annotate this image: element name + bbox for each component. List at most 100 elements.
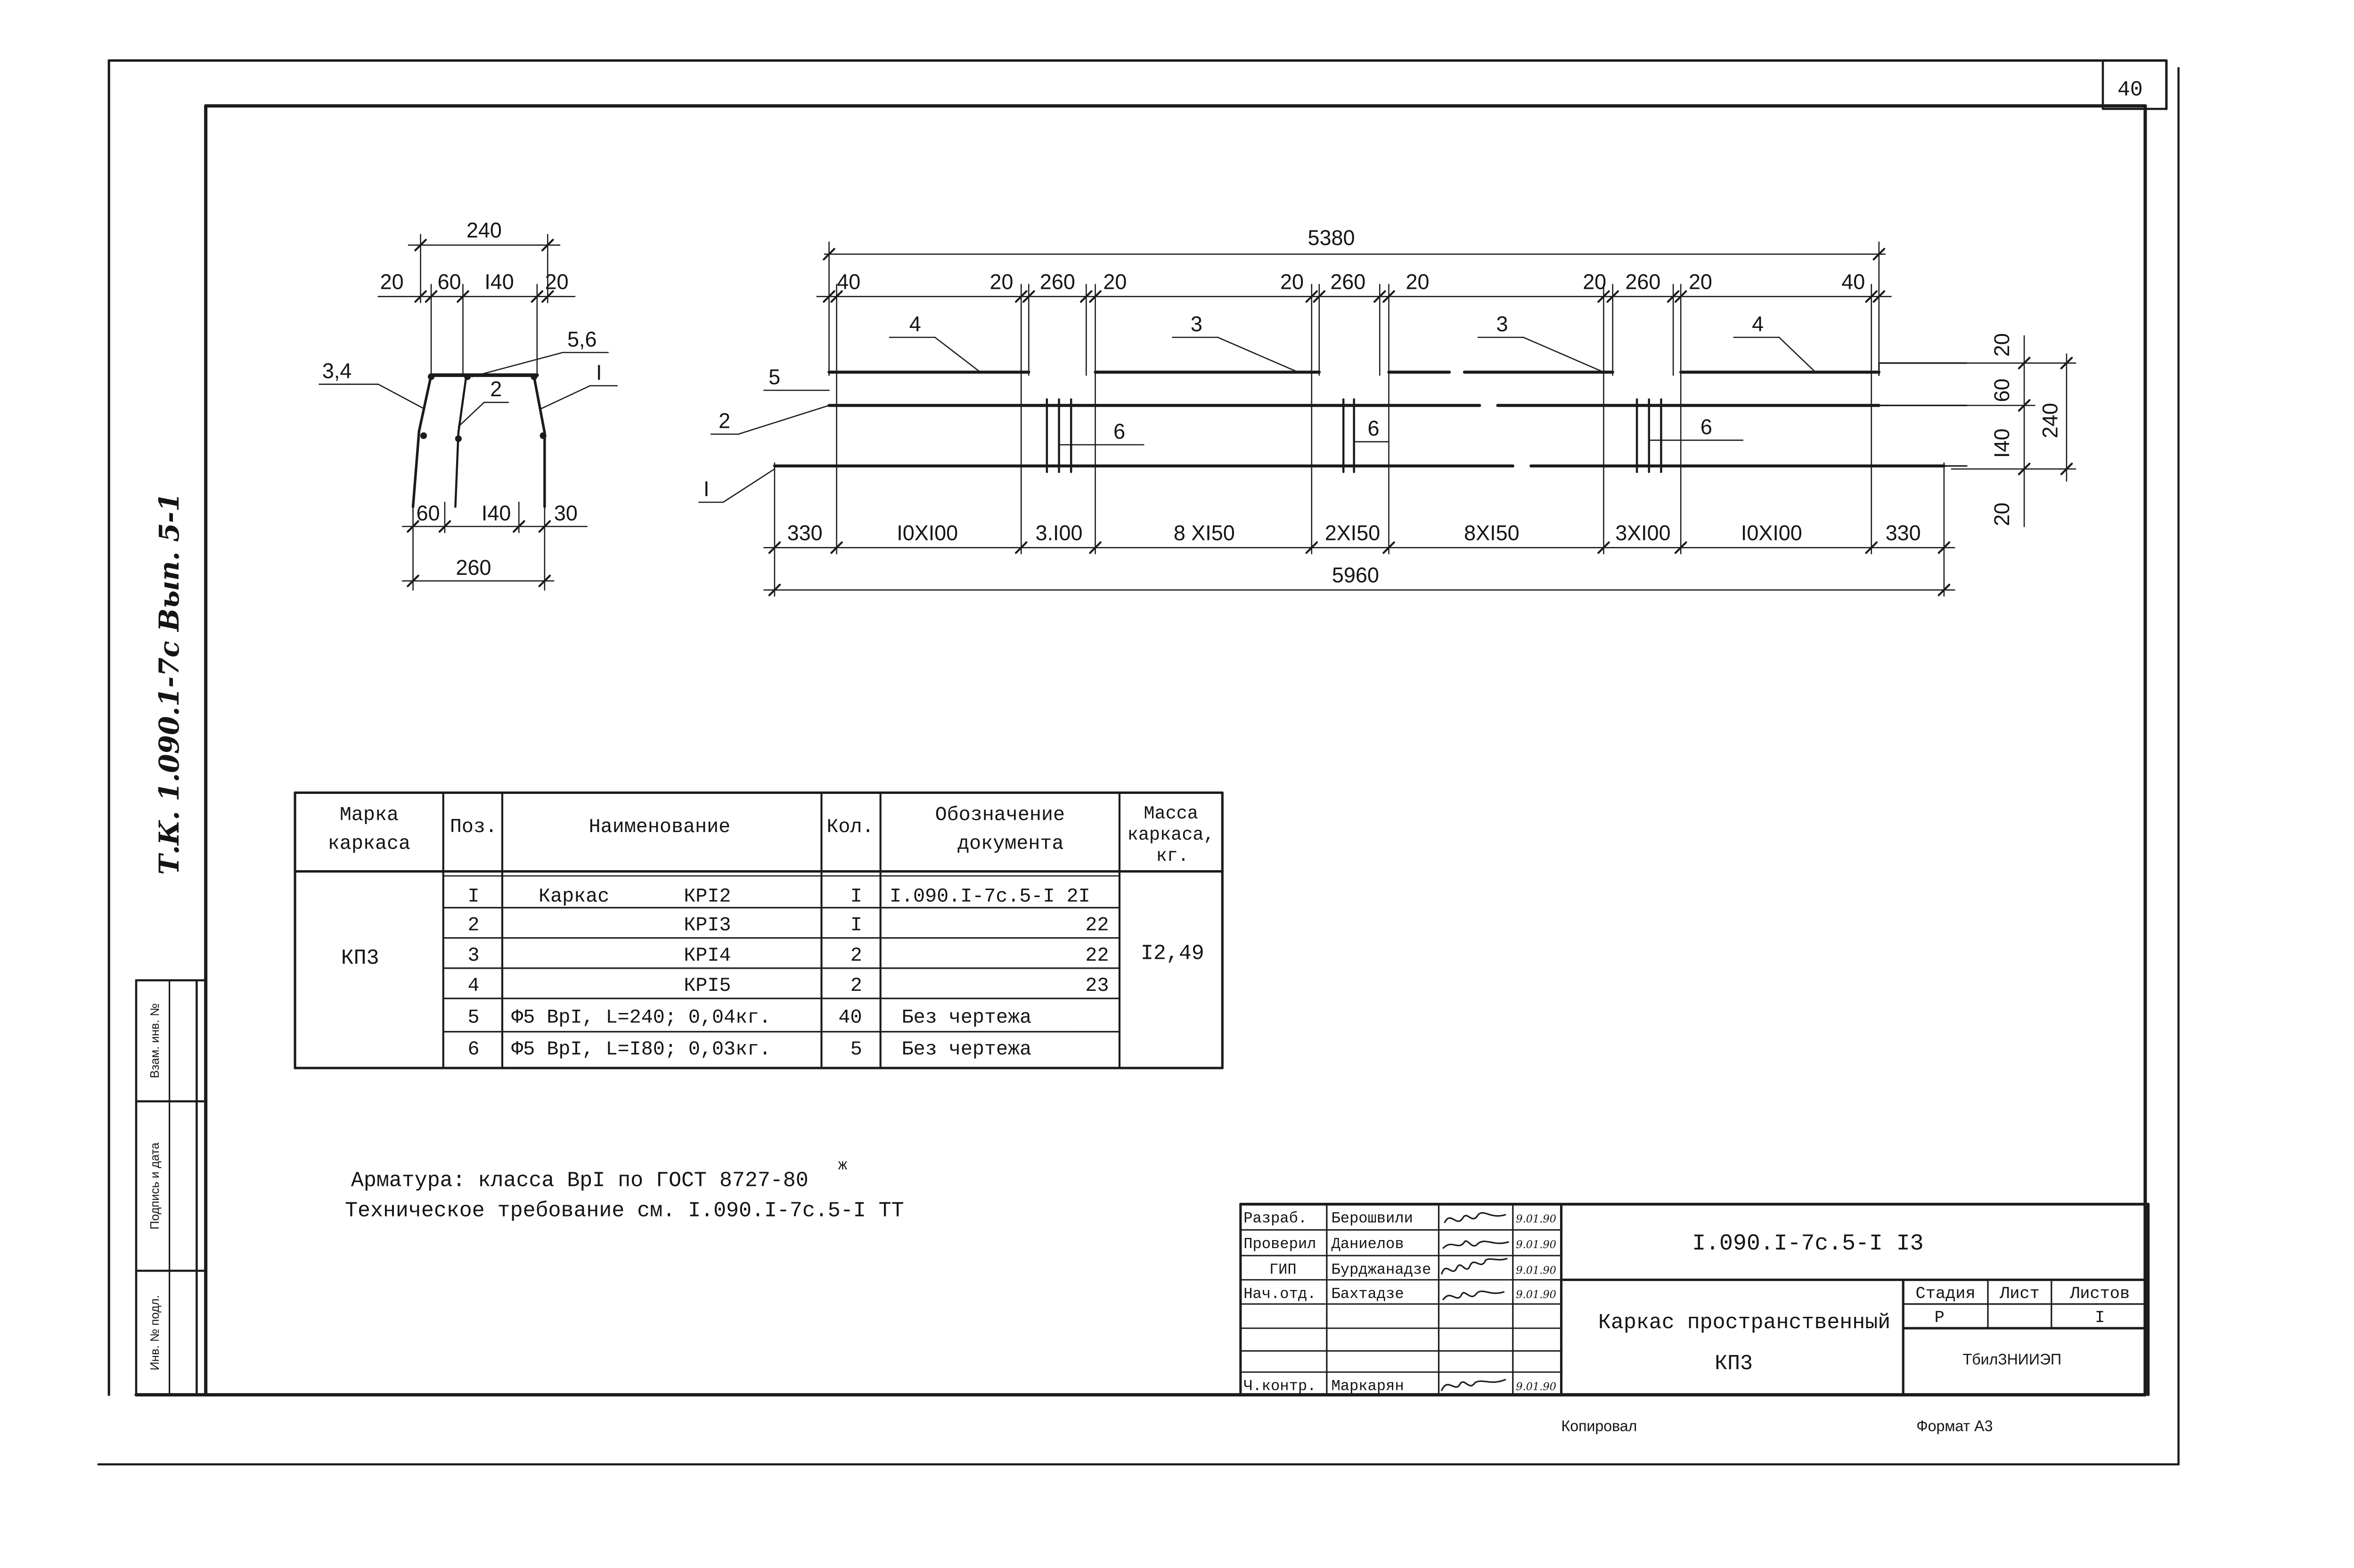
elev-callout-top: 3 [1191,312,1202,336]
dimension-tick [2018,463,2031,475]
callout-leader [458,401,485,427]
elev-dim-bottom-part: 330 [1886,521,1921,545]
side-code: Т.К. 1.090.1-7с Вып. 5-1 [153,493,185,875]
elev-callout-stirrup: 6 [1368,416,1380,441]
title-person: Даниелов [1332,1235,1404,1253]
title-role: Проверил [1243,1235,1316,1253]
dimension-tick [2018,357,2031,369]
rebar-dot [420,432,427,439]
elev-dim-top-part: 20 [1280,270,1304,294]
elev-callout-top: 4 [909,312,921,336]
table-cell-pos: 4 [467,974,479,997]
elev-dim-right-part: 60 [1990,378,2014,402]
signature-scribble [1444,1212,1506,1223]
title-block-grid [1239,1202,2150,1396]
callout-leader [1217,336,1299,373]
table-cell-doc: 22 [1085,944,1109,967]
sheet-frame [97,59,2180,1466]
stamp-label-inventory: Инв. № подл. [148,1295,162,1371]
elev-callout-stirrup: 6 [1113,419,1125,443]
elev-dim-right-part: 20 [1990,333,2014,357]
callout-leader [722,468,776,503]
note-rebar-superscript: ж [838,1157,848,1174]
table-cell-name: КРI3 [684,914,731,937]
table-header-mass: каркаса, [1128,825,1215,845]
elev-dim-top-part: 20 [1406,270,1430,294]
table-header-mark: Марка [340,803,399,826]
note-rebar: Арматура: класса ВрI по ГОСТ 8727-80 [351,1169,809,1192]
callout-leader [1778,336,1816,373]
signature-scribble [1441,1258,1508,1275]
table-cell-name: КРI5 [684,974,731,997]
table-cell-qty: I [850,885,862,908]
elev-callout-stirrup: 6 [1700,415,1712,439]
elev-callout-top: 3 [1496,312,1508,336]
title-date: 9.01.90 [1516,1381,1556,1393]
elev-dim-right-total: 240 [2038,403,2062,438]
table-cell-name: КРI4 [684,944,731,967]
table-cell-pos: 6 [467,1038,479,1061]
elev-dim-bottom-part: 330 [787,521,823,545]
rebar-dot [539,432,547,439]
table-header-qty: Кол. [826,816,874,838]
elev-callout-left: 5 [768,365,780,389]
section-dim-bottom-part: I40 [482,501,511,525]
format-label: Формат А3 [1916,1417,1993,1434]
elev-dim-bottom-part: I0XI00 [897,521,958,545]
title-date: 9.01.90 [1516,1289,1556,1301]
elev-dim-bottom-total: 5960 [1332,563,1379,587]
stamp-label-signature-date: Подпись и дата [148,1142,162,1229]
dimension-tick [2018,399,2031,412]
elev-dim-right-part: 20 [1990,503,2014,526]
callout-leader [541,385,591,409]
callout-leader [737,405,830,435]
title-person: Бурджанадзе [1332,1261,1431,1278]
page-number: 40 [2117,78,2143,102]
section-dim-top-part: I40 [484,270,514,294]
table-cell-qty: I [850,914,862,937]
table-cell-qty: 5 [850,1038,862,1061]
title-date: 9.01.90 [1516,1239,1556,1251]
title-stage-header: Стадия [1916,1284,1976,1303]
section-callout: 5,6 [567,327,597,351]
elev-dim-top-total: 5380 [1308,226,1355,250]
title-sheet-header: Лист [1999,1284,2040,1303]
elevation-view [698,241,2076,597]
elev-dim-bottom-part: 8XI50 [1464,521,1519,545]
table-cell-name: КРI2 [684,885,731,908]
title-role: Разраб. [1243,1209,1307,1227]
rebar-dot [531,373,538,380]
elev-dim-top-part: 260 [1625,270,1660,294]
rebar-dot [455,435,462,442]
elev-dim-bottom-part: 3XI00 [1615,521,1670,545]
table-cell-pos: I [467,885,479,908]
title-person: Берошвили [1332,1209,1413,1227]
table-header-mark: каркаса [328,832,410,855]
title-date: 9.01.90 [1516,1213,1556,1225]
elev-dim-bottom-part: 8 XI50 [1174,521,1235,545]
table-header-mass: кг. [1156,846,1189,866]
table-header-doc: Обозначение [935,803,1065,826]
cross-section-view [319,234,618,591]
elev-dim-top-part: 260 [1330,270,1365,294]
section-callout: 3,4 [322,359,351,383]
table-cell-doc: Без чертежа [902,1006,1031,1029]
elev-dim-top-part: 20 [1689,270,1712,294]
elev-dim-bottom-part: 3.I00 [1036,521,1083,545]
table-cell-qty: 40 [838,1006,862,1029]
table-cell-qty: 2 [850,974,862,997]
table-header-name: Наименование [589,816,731,838]
elev-dim-top-part: 20 [1583,270,1606,294]
title-role: ГИП [1269,1261,1297,1278]
elev-dim-top-part: 20 [1103,270,1127,294]
title-role: Ч.контр. [1243,1378,1316,1395]
callout-leader [1522,336,1604,373]
copied-label: Копировал [1561,1417,1637,1434]
title-person: Бахтадзе [1332,1285,1404,1303]
signatures [1441,1212,1509,1391]
section-dim-top-part: 20 [380,270,404,294]
table-mark-value: КП3 [341,947,379,970]
elev-callout-left: I [703,477,710,501]
table-mass-value: I2,49 [1141,942,1204,966]
